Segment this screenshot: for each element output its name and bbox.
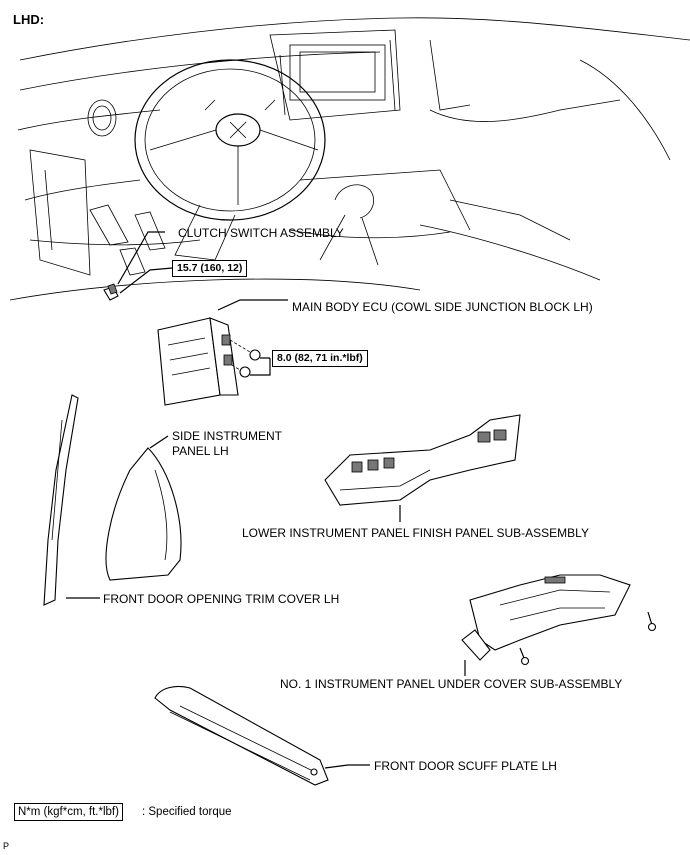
label-lower-finish-panel: LOWER INSTRUMENT PANEL FINISH PANEL SUB-… [242,526,589,540]
dashboard-illustration [9,17,690,301]
label-main-body-ecu: MAIN BODY ECU (COWL SIDE JUNCTION BLOCK … [292,300,593,314]
main-body-ecu-part [157,299,288,406]
door-trim-cover-part [43,394,100,606]
legend-description: : Specified torque [142,806,232,818]
label-door-trim-cover: FRONT DOOR OPENING TRIM COVER LH [103,592,340,606]
label-scuff-plate: FRONT DOOR SCUFF PLATE LH [374,759,557,773]
page-heading: LHD: [13,12,45,27]
clutch-switch-part [103,231,173,301]
figure-code: P [3,841,10,851]
label-under-cover: NO. 1 INSTRUMENT PANEL UNDER COVER SUB-A… [280,677,623,691]
scuff-plate-part [154,685,370,786]
label-side-panel-line1: SIDE INSTRUMENT [172,429,283,443]
lower-finish-panel-part [324,414,521,522]
torque-ecu-nuts: 8.0 (82, 71 in.*lbf) [272,350,368,367]
under-cover-part [461,574,657,676]
label-clutch-switch: CLUTCH SWITCH ASSEMBLY [178,226,344,240]
legend-unit-box: N*m (kgf*cm, ft.*lbf) [14,803,123,821]
side-instrument-panel-part [105,435,182,581]
label-side-panel-line2: PANEL LH [172,444,229,458]
torque-clutch-switch: 15.7 (160, 12) [172,260,248,277]
